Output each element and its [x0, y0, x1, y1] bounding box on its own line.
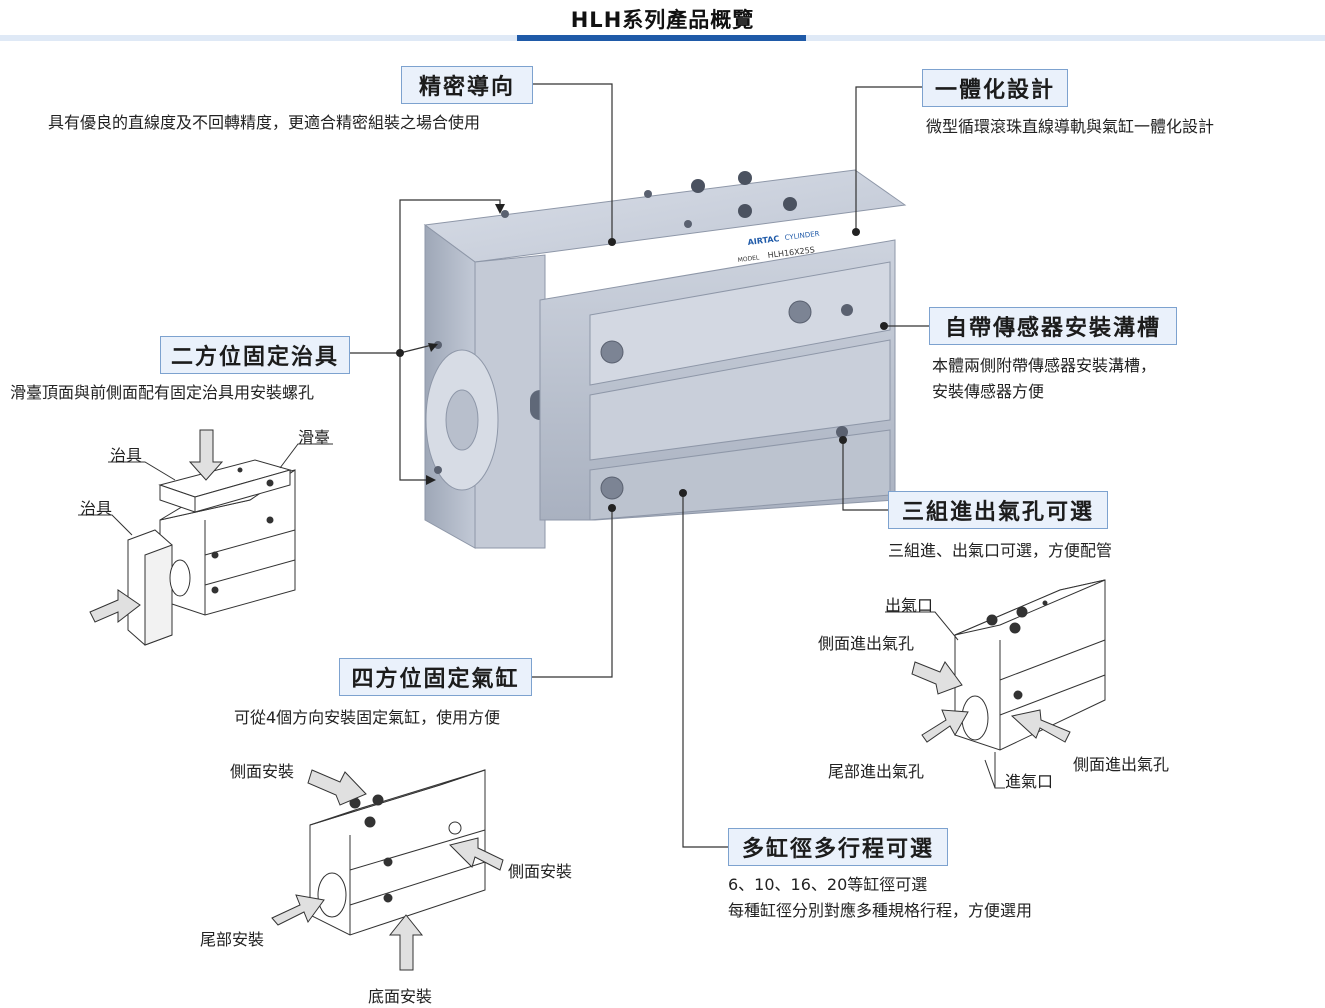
mounting-diagram: [271, 769, 504, 971]
product-brand-sub: CYLINDER: [784, 230, 820, 242]
ports-diagram: [911, 579, 1106, 751]
mounting-label-bottom: 底面安裝: [368, 987, 433, 1006]
fixture-diagram: [89, 429, 296, 646]
ports-label-side-right: 側面進出氣孔: [1073, 755, 1170, 774]
feature-title-precision: 精密導向: [401, 66, 533, 104]
feature-title-fixture: 二方位固定治具: [160, 336, 350, 374]
mounting-label-side-right: 側面安裝: [508, 862, 573, 881]
ports-label-rear: 尾部進出氣孔: [828, 762, 925, 781]
feature-desc-precision: 具有優良的直線度及不回轉精度，更適合精密組裝之場合使用: [48, 113, 481, 132]
feature-desc-sensor-1: 本體兩側附帶傳感器安裝溝槽，: [932, 356, 1157, 375]
feature-desc-bore-1: 6、10、16、20等缸徑可選: [728, 875, 928, 894]
product-brand: AIRTAC: [747, 234, 780, 247]
feature-title-mounting: 四方位固定氣缸: [339, 658, 532, 696]
feature-title-integrated: 一體化設計: [922, 69, 1068, 107]
feature-desc-sensor-2: 安裝傳感器方便: [932, 382, 1045, 401]
feature-desc-ports: 三組進、出氣口可選，方便配管: [888, 541, 1113, 560]
feature-desc-integrated: 微型循環滾珠直線導軌與氣缸一體化設計: [926, 117, 1215, 136]
fixture-label-jig-side: 治具: [80, 499, 113, 518]
product-model-label: MODEL: [737, 254, 760, 264]
ports-label-outlet: 出氣口: [885, 596, 934, 615]
fixture-label-slide: 滑臺: [298, 428, 331, 447]
page-title: HLH系列產品概覽: [570, 8, 755, 32]
title-rule-accent: [517, 35, 806, 41]
mounting-label-side-top: 側面安裝: [230, 762, 295, 781]
ports-label-inlet: 進氣口: [1005, 772, 1054, 791]
main-product-image: [423, 169, 907, 549]
ports-label-side-left: 側面進出氣孔: [818, 634, 915, 653]
feature-title-bore: 多缸徑多行程可選: [728, 828, 948, 866]
feature-desc-bore-2: 每種缸徑分別對應多種規格行程，方便選用: [728, 901, 1033, 920]
feature-title-ports: 三組進出氣孔可選: [888, 491, 1108, 529]
feature-desc-fixture: 滑臺頂面與前側面配有固定治具用安裝螺孔: [10, 383, 315, 402]
leader-lines: [350, 83, 929, 848]
feature-desc-mounting: 可從4個方向安裝固定氣缸，使用方便: [234, 708, 501, 727]
feature-title-sensor: 自帶傳感器安裝溝槽: [929, 307, 1177, 345]
fixture-label-jig-top: 治具: [110, 446, 143, 465]
mounting-label-rear: 尾部安裝: [200, 930, 265, 949]
